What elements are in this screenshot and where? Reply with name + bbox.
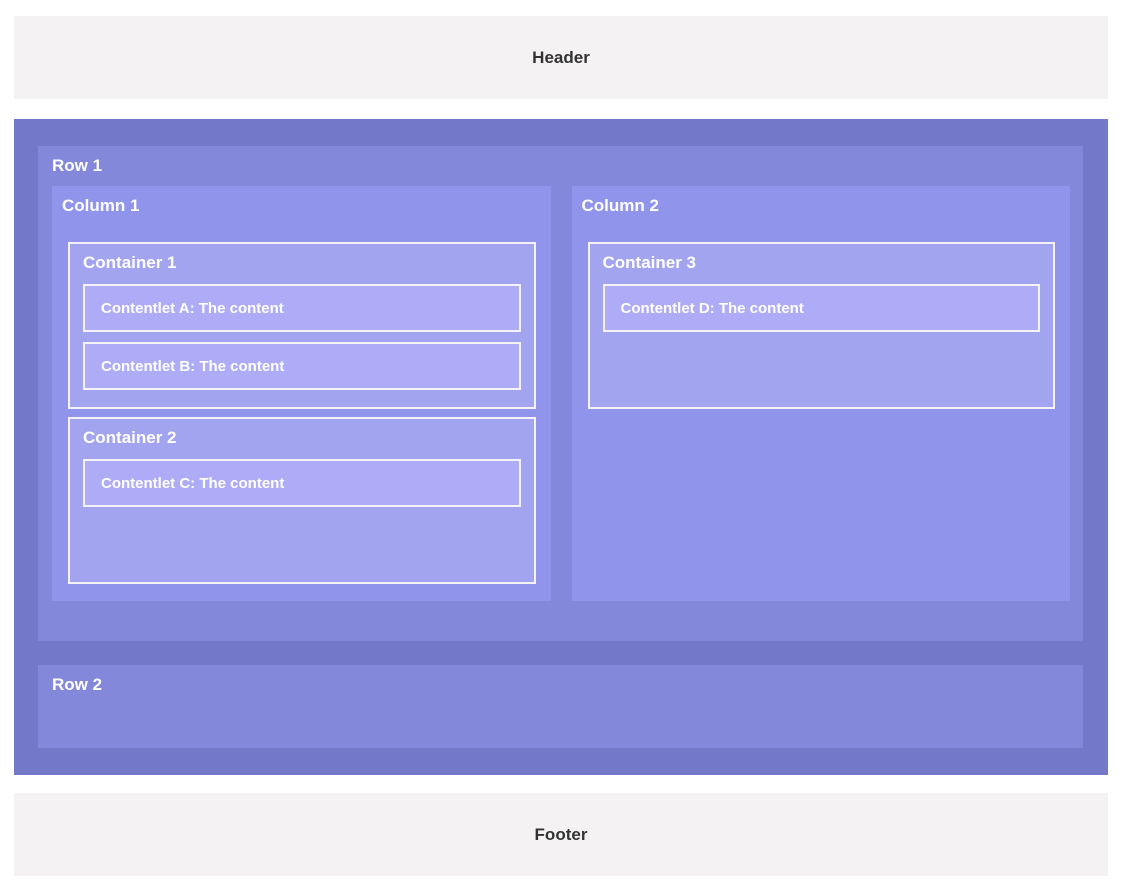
header-label: Header (532, 47, 590, 67)
row-1-label: Row 1 (52, 156, 103, 175)
contentlet-c: Contentlet C: The content (83, 459, 521, 507)
column-1-label: Column 1 (62, 196, 140, 215)
contentlet-b: Contentlet B: The content (83, 342, 521, 390)
row-1: Row 1 Column 1 Container 1 Contentlet A:… (38, 146, 1083, 641)
container-2-label: Container 2 (83, 428, 177, 447)
row-2: Row 2 (38, 665, 1083, 748)
container-1-label: Container 1 (83, 253, 177, 272)
container-2: Container 2 Contentlet C: The content (68, 417, 536, 584)
page-footer: Footer (14, 793, 1108, 876)
container-3: Container 3 Contentlet D: The content (587, 242, 1055, 409)
page-body: Row 1 Column 1 Container 1 Contentlet A:… (14, 119, 1108, 775)
contentlet-d: Contentlet D: The content (602, 284, 1040, 332)
column-2-label: Column 2 (581, 196, 659, 215)
page-header: Header (14, 16, 1108, 99)
contentlet-c-text: Contentlet C: The content (101, 474, 285, 492)
container-3-label: Container 3 (602, 253, 697, 272)
row-1-columns: Column 1 Container 1 Contentlet A: The c… (52, 186, 1070, 641)
container-1: Container 1 Contentlet A: The content Co… (68, 242, 536, 409)
contentlet-a: Contentlet A: The content (83, 284, 521, 332)
contentlet-d-text: Contentlet D: The content (620, 299, 804, 317)
column-1: Column 1 Container 1 Contentlet A: The c… (52, 186, 551, 601)
contentlet-b-text: Contentlet B: The content (101, 357, 285, 375)
column-2: Column 2 Container 3 Contentlet D: The c… (571, 186, 1070, 601)
contentlet-a-text: Contentlet A: The content (101, 299, 284, 317)
row-2-label: Row 2 (52, 675, 103, 694)
footer-label: Footer (534, 824, 588, 844)
